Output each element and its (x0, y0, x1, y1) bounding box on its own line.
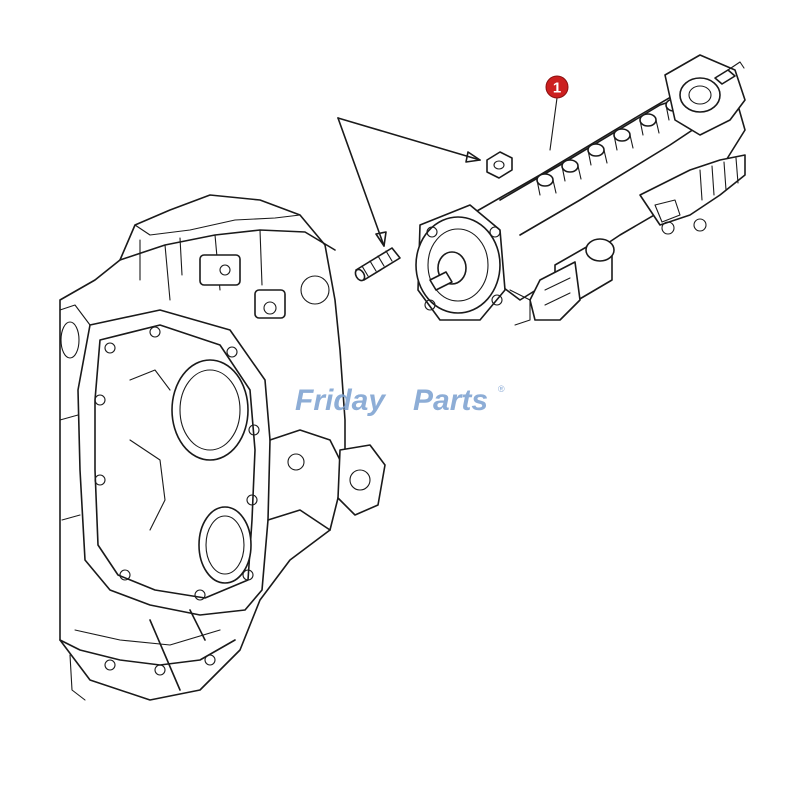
leader-lines (337, 117, 481, 247)
fuel-injection-pump (415, 54, 746, 326)
callout-marker[interactable] (545, 75, 569, 99)
watermark-registered-mark: ® (498, 384, 505, 394)
watermark-text-part2: Parts (413, 384, 488, 417)
callout-1[interactable]: 1 (545, 75, 569, 151)
watermark-logo: Friday Parts ® (295, 384, 505, 417)
nut (486, 151, 513, 179)
engine-block (59, 194, 386, 701)
stud (354, 247, 401, 282)
watermark-text-part1: Friday (295, 384, 386, 417)
callout-leader (549, 97, 558, 151)
callout-number: 1 (553, 80, 561, 97)
